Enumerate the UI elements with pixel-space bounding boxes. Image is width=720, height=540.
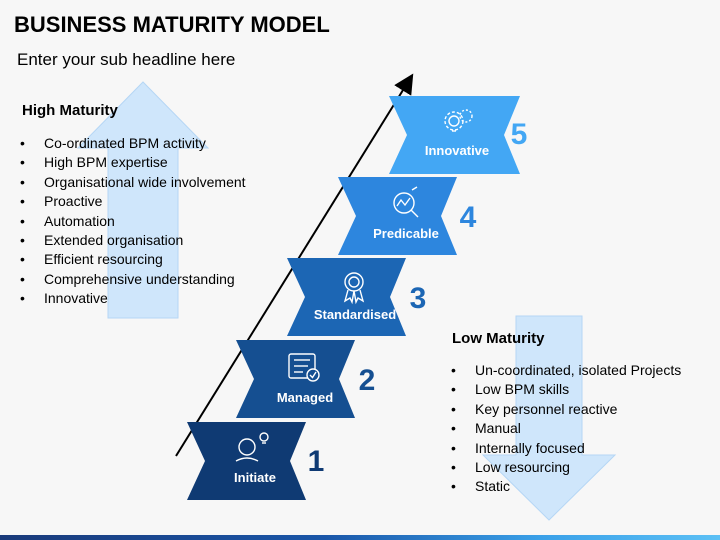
high-maturity-item: Innovative [17,289,246,309]
award-badge-icon [343,272,365,305]
analytics-magnifier-icon [393,186,419,218]
thinking-person-icon [235,432,269,462]
stage-5-chevron [389,96,520,174]
stage-4-number: 4 [459,201,477,234]
stage-3-label: Standardised [313,307,397,322]
low-maturity-item: Static [448,477,681,497]
high-maturity-title: High Maturity [22,102,118,119]
high-maturity-list: Co-ordinated BPM activityHigh BPM expert… [17,134,246,309]
low-maturity-item: Low resourcing [448,458,681,478]
low-maturity-item: Key personnel reactive [448,400,681,420]
checklist-icon [288,353,320,382]
low-maturity-item: Un-coordinated, isolated Projects [448,361,681,381]
low-maturity-title: Low Maturity [452,330,545,347]
high-maturity-item: Efficient resourcing [17,250,246,270]
low-maturity-item: Internally focused [448,439,681,459]
stage-4-chevron [338,177,457,255]
high-maturity-item: High BPM expertise [17,153,246,173]
gear-bulb-icon [444,109,473,132]
high-maturity-item: Organisational wide involvement [17,173,246,193]
high-maturity-item: Proactive [17,192,246,212]
footer-gradient-bar [0,535,720,540]
stage-2-chevron [236,340,355,418]
stage-3-number: 3 [409,282,427,315]
growth-trend-line [175,73,414,457]
stage-1-chevron [187,422,306,500]
stage-2-number: 2 [358,364,376,397]
page-subtitle: Enter your sub headline here [17,50,236,69]
low-maturity-item: Low BPM skills [448,380,681,400]
low-maturity-item: Manual [448,419,681,439]
high-maturity-item: Comprehensive understanding [17,270,246,290]
stage-4-label: Predicable [373,226,439,241]
page-title: BUSINESS MATURITY MODEL [14,12,330,37]
low-maturity-list: Un-coordinated, isolated ProjectsLow BPM… [448,361,681,497]
high-maturity-item: Automation [17,212,246,232]
high-maturity-item: Co-ordinated BPM activity [17,134,246,154]
stage-5-label: Innovative [424,143,490,158]
stage-2-label: Managed [276,390,334,405]
stage-1-label: Initiate [234,470,276,485]
stage-1-number: 1 [307,445,325,478]
stage-5-number: 5 [510,118,528,151]
high-maturity-item: Extended organisation [17,231,246,251]
